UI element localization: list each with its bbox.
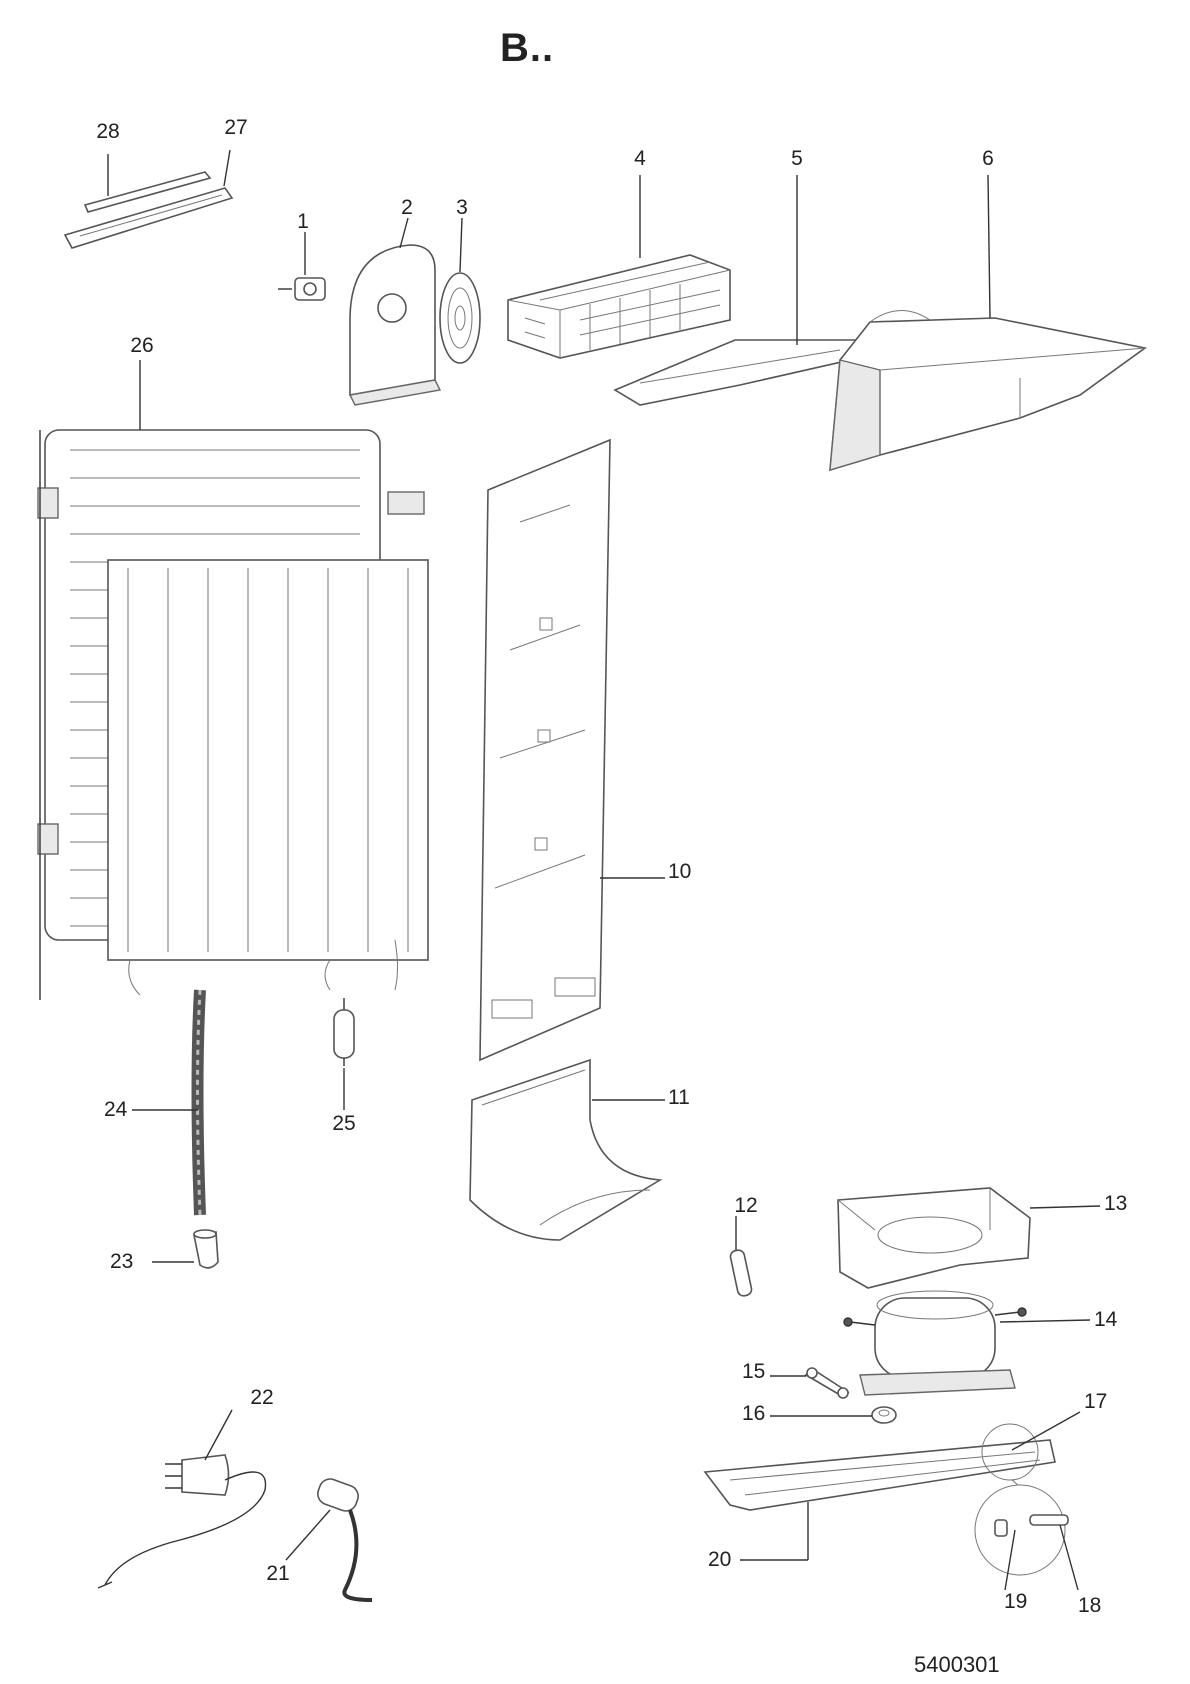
callout-14: 14: [1094, 1308, 1118, 1331]
callout-17: 17: [1084, 1390, 1107, 1413]
part-compressor: [843, 1290, 1027, 1396]
diagram-title: B..: [500, 26, 555, 70]
part-clip: [278, 277, 326, 301]
part-pin: [729, 1249, 753, 1297]
callout-28: 28: [96, 120, 119, 143]
part-condenser: [37, 429, 429, 1000]
callout-16: 16: [742, 1402, 765, 1425]
callout-20: 20: [708, 1548, 731, 1571]
part-rails: [63, 171, 234, 249]
callout-25: 25: [332, 1112, 355, 1135]
drawing-number: 5400301: [914, 1652, 1000, 1677]
part-small-pieces: [994, 1514, 1069, 1537]
part-evaporator-cover: [829, 310, 1147, 472]
callout-22: 22: [250, 1386, 273, 1409]
callout-12: 12: [734, 1194, 757, 1217]
part-power-cord: [97, 1454, 267, 1589]
part-grommet: [871, 1406, 897, 1424]
part-bracket: [804, 1367, 850, 1399]
callout-21: 21: [266, 1562, 289, 1585]
callout-27: 27: [224, 116, 247, 139]
part-drain-pan: [613, 339, 862, 406]
callout-19: 19: [1004, 1590, 1027, 1613]
callout-13: 13: [1104, 1192, 1127, 1215]
callout-3: 3: [456, 196, 468, 219]
part-capacitor: [317, 1478, 373, 1602]
callout-1: 1: [297, 210, 309, 233]
leader-lines: [107, 149, 1101, 1591]
callout-5: 5: [791, 147, 803, 170]
part-hose: [191, 989, 206, 1216]
callout-numbers: 28 27 1 2 3 4 5 6 26 10 11 12 13 14 15 1…: [96, 116, 1127, 1617]
part-hose-end: [193, 1229, 219, 1269]
callout-26: 26: [130, 334, 153, 357]
callout-11: 11: [668, 1086, 690, 1109]
part-filter-drier: [333, 998, 355, 1066]
callout-4: 4: [634, 147, 646, 170]
callout-18: 18: [1078, 1594, 1101, 1617]
callout-10: 10: [668, 860, 691, 883]
part-bottom-cover: [469, 1058, 663, 1241]
part-fan-housing: [348, 244, 442, 406]
callout-15: 15: [742, 1360, 765, 1383]
callout-24: 24: [104, 1098, 128, 1121]
callout-23: 23: [110, 1250, 133, 1273]
part-fan-wheel: [439, 272, 481, 364]
callout-2: 2: [401, 196, 413, 219]
part-base-plate: [703, 1423, 1066, 1576]
part-back-panel: [479, 438, 611, 1062]
callout-6: 6: [982, 147, 994, 170]
part-evaporator: [507, 254, 731, 359]
part-compressor-tray: [837, 1187, 1031, 1289]
